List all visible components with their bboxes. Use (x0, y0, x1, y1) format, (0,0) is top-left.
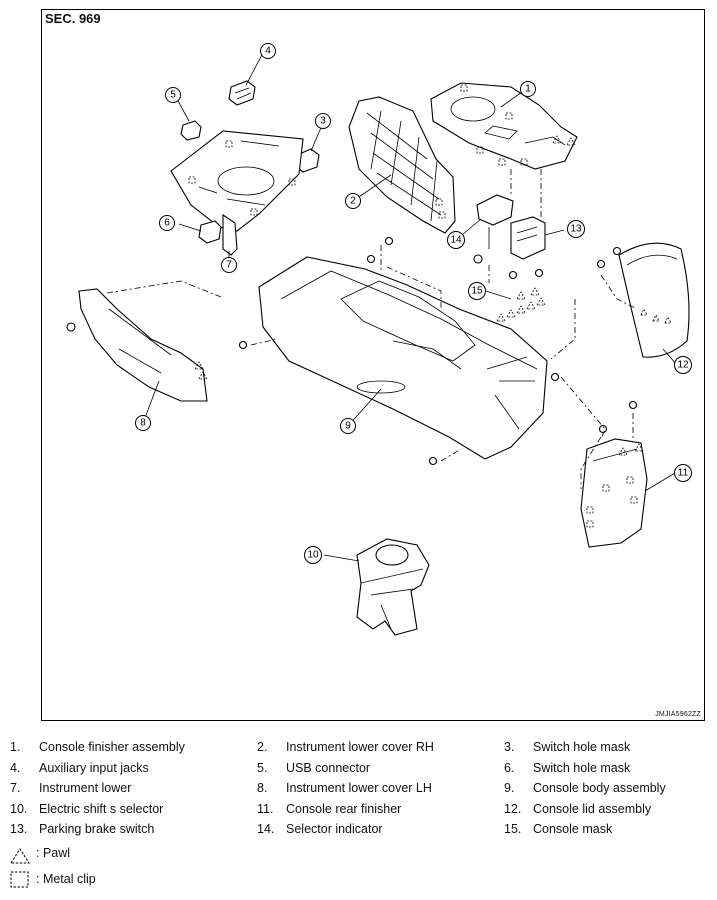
legend-item-number: 11. (257, 801, 274, 816)
legend-item-name: Parking brake switch (39, 822, 155, 836)
legend-item-number: 3. (504, 740, 515, 754)
legend-item-number: 7. (10, 781, 21, 795)
legend-item-number: 2. (257, 740, 268, 754)
legend-item-number: 6. (504, 760, 515, 775)
exploded-parts-drawing: 1 2 3 4 5 6 7 8 9 10 11 12 13 14 15 (66, 43, 692, 636)
legend-item-name: Switch hole mask (533, 760, 631, 775)
legend-item-number: 1. (10, 740, 21, 754)
figure-code: JMJIA5962ZZ (655, 711, 701, 718)
svg-text:14: 14 (450, 235, 462, 246)
callout-12: 12 (674, 356, 692, 374)
callout-3: 3 (315, 113, 331, 129)
svg-text:6: 6 (164, 218, 170, 229)
svg-text:12: 12 (677, 360, 689, 371)
callout-5: 5 (165, 87, 181, 103)
svg-text:2: 2 (350, 196, 356, 207)
legend-item-name: Instrument lower cover RH (286, 740, 434, 754)
legend-item-name: Selector indicator (286, 822, 383, 836)
legend-item-name: Console body assembly (533, 781, 666, 795)
selector-indicator-part (473, 194, 514, 264)
legend-item-name: Auxiliary input jacks (39, 760, 149, 775)
callout-13: 13 (567, 220, 585, 238)
legend-item-name: Electric shift s selector (39, 801, 164, 816)
legend-item-name: Switch hole mask (533, 740, 631, 754)
callout-2: 2 (345, 193, 361, 209)
callout-14: 14 (447, 231, 465, 249)
svg-text:8: 8 (140, 418, 146, 429)
svg-text:10: 10 (307, 550, 319, 561)
callout-11: 11 (674, 464, 692, 482)
legend-item-name: USB connector (286, 760, 371, 775)
console-rear-finisher-part (580, 400, 648, 548)
svg-text:5: 5 (170, 90, 176, 101)
legend-item-number: 9. (504, 781, 515, 795)
switch-hole-mask-6-part (198, 220, 222, 244)
diagram-frame (41, 9, 705, 721)
callout-4: 4 (260, 43, 276, 59)
legend-item-number: 10. (10, 801, 28, 816)
svg-text:11: 11 (678, 468, 689, 479)
svg-text:15: 15 (471, 286, 483, 297)
instrument-lower-cover-lh-part (66, 288, 208, 402)
callout-8: 8 (135, 415, 151, 431)
legend-item-name: Console rear finisher (286, 801, 402, 816)
console-body-assembly-part (238, 236, 560, 466)
section-label: SEC. 969 (45, 11, 101, 26)
auxiliary-input-jacks-part (228, 80, 256, 106)
usb-connector-part (180, 120, 202, 141)
svg-text:1: 1 (525, 84, 531, 95)
callout-6: 6 (159, 215, 175, 231)
legend-item-name: Console finisher assembly (39, 740, 185, 754)
callout-7: 7 (221, 257, 237, 273)
electric-shift-selector-part (356, 538, 430, 636)
callout-9: 9 (340, 418, 356, 434)
metal-clip-legend-label: : Metal clip (36, 872, 96, 886)
svg-text:3: 3 (320, 116, 326, 127)
legend-item-number: 13. (10, 822, 28, 836)
parking-brake-switch-part (508, 216, 546, 280)
instrument-lower-part (170, 130, 304, 256)
callout-10: 10 (304, 546, 322, 564)
console-finisher-assembly-part (430, 82, 578, 170)
callout-1: 1 (520, 81, 536, 97)
instrument-lower-cover-rh-part (348, 96, 456, 234)
pawl-triangle-icon (9, 847, 31, 868)
pawl-legend-label: : Pawl (36, 846, 71, 860)
legend-item-number: 8. (257, 781, 268, 795)
legend-item-number: 14. (257, 822, 275, 836)
svg-text:13: 13 (570, 224, 582, 235)
svg-text:4: 4 (265, 46, 271, 57)
legend-item-name: Instrument lower (39, 781, 132, 795)
legend-item-number: 12. (504, 801, 522, 816)
callout-15: 15 (468, 282, 486, 300)
legend-item-name: Instrument lower cover LH (286, 781, 432, 795)
console-lid-assembly-part (596, 242, 690, 358)
legend-item-number: 15. (504, 822, 522, 836)
svg-text:7: 7 (226, 260, 232, 271)
svg-text:9: 9 (345, 421, 351, 432)
legend-item-number: 5. (257, 760, 268, 775)
legend-item-name: Console lid assembly (533, 801, 652, 816)
legend-item-number: 4. (10, 760, 21, 775)
console-mask-part (496, 287, 546, 322)
legend-item-name: Console mask (533, 822, 613, 836)
metal-clip-square-icon (9, 871, 31, 892)
